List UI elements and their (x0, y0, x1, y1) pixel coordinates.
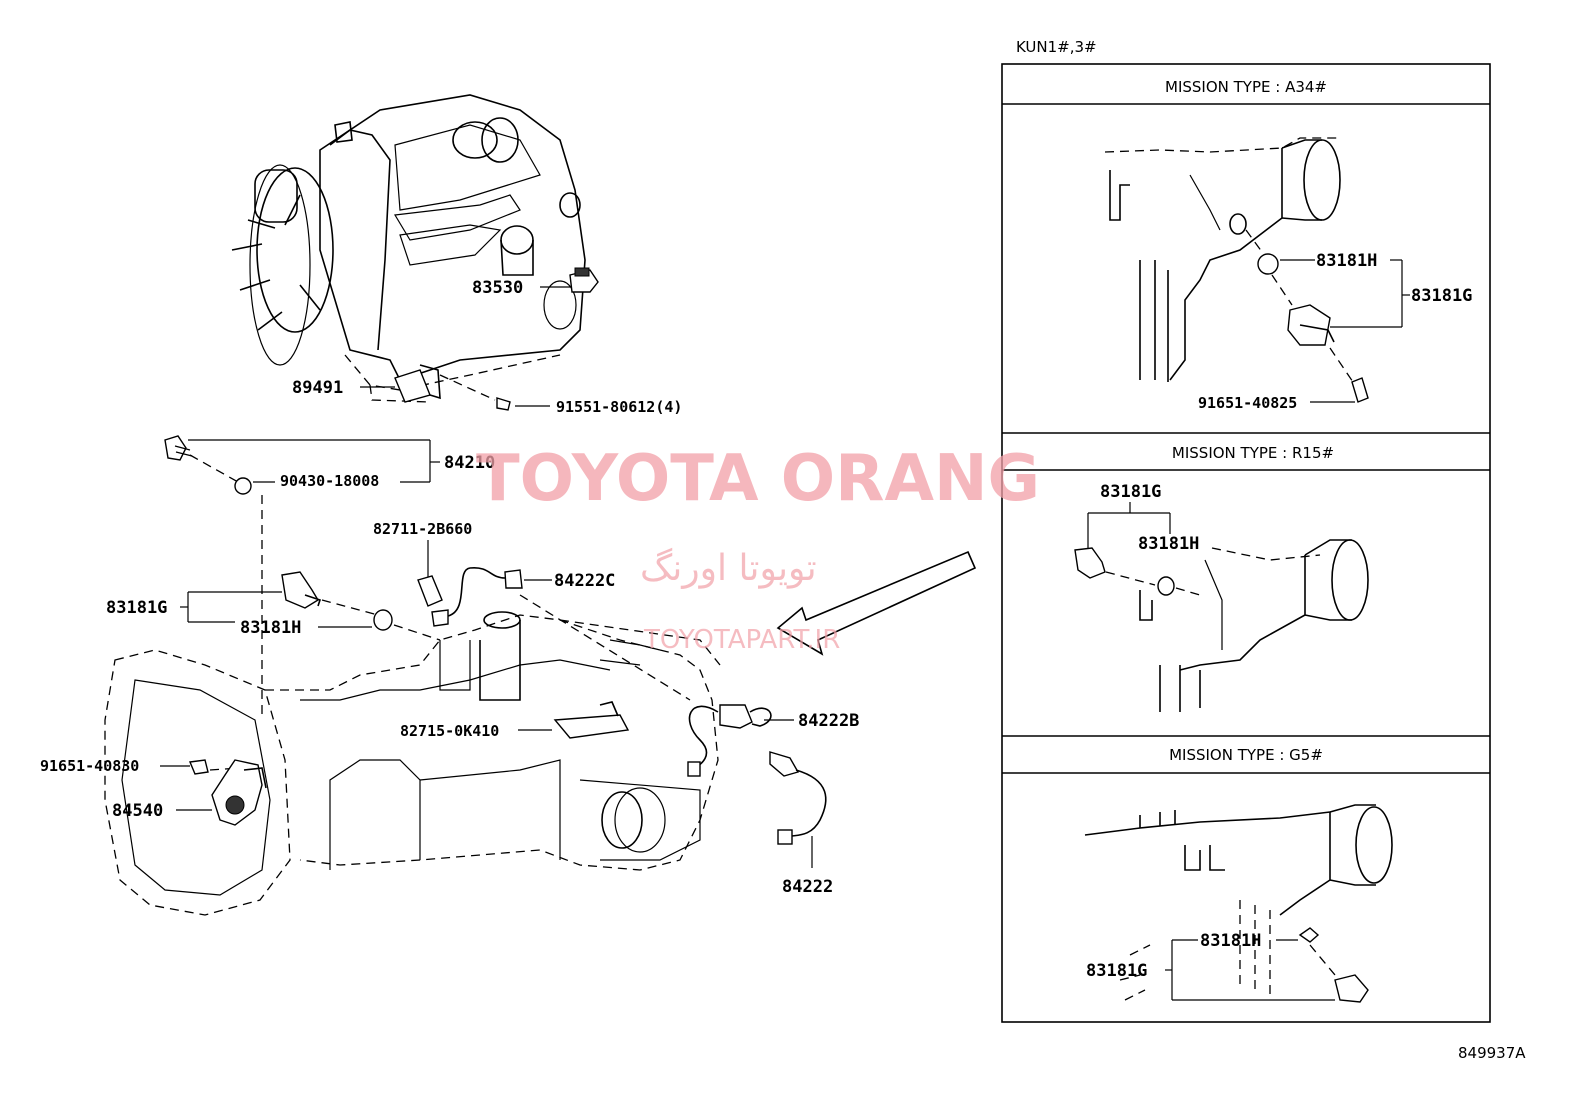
panel-g5-83181g: 83181G (1086, 961, 1147, 981)
panel-a34-83181h: 83181H (1316, 251, 1377, 271)
label-89491: 89491 (292, 378, 343, 398)
label-83181h-main: 83181H (240, 618, 301, 638)
sensor-83181-main (180, 571, 441, 641)
sensor-84222b (687, 704, 794, 777)
panel-r15-title: MISSION TYPE : R15# (1172, 444, 1334, 462)
panel-a34-title: MISSION TYPE : A34# (1165, 78, 1327, 96)
panel-r15-83181h: 83181H (1138, 534, 1199, 554)
label-91551: 91551-80612(4) (556, 398, 682, 416)
watermark-brand-fa: تويوتا اورنگ (640, 547, 817, 589)
label-91651-40830: 91651-40830 (40, 757, 139, 775)
label-83530: 83530 (472, 278, 523, 298)
main-labels: 83530 89491 91551-80612(4) 84210 90430-1… (40, 278, 859, 897)
panel-a34-drawing: 83181H 83181G 91651-40825 (1104, 137, 1472, 412)
model-code: KUN1#,3# (1016, 38, 1097, 56)
sensor-84222c (431, 567, 691, 701)
engine-illustration (231, 94, 599, 411)
figure-code: 849937A (1458, 1044, 1526, 1062)
panel-r15-drawing: 83181G 83181H (1074, 482, 1369, 712)
panel-r15-83181g: 83181G (1100, 482, 1161, 502)
panel-g5-drawing: 83181H 83181G (1084, 804, 1393, 1003)
direction-arrow (776, 550, 977, 656)
label-82711: 82711-2B660 (373, 520, 472, 538)
label-84222b: 84222B (798, 711, 859, 731)
panel-a34-83181g: 83181G (1411, 286, 1472, 306)
label-84540: 84540 (112, 801, 163, 821)
label-90430: 90430-18008 (280, 472, 379, 490)
watermark-brand: TOYOTA ORANG (476, 442, 1040, 516)
panel-g5-title: MISSION TYPE : G5# (1169, 746, 1323, 764)
watermark: TOYOTA ORANG تويوتا اورنگ TOYOTAPART.IR (476, 442, 1040, 655)
variant-panels: MISSION TYPE : A34# MISSION TYPE : R15# … (1001, 63, 1491, 1023)
label-83181g-main: 83181G (106, 598, 167, 618)
transmission-illustration (104, 611, 721, 916)
label-82715: 82715-0K410 (400, 722, 499, 740)
panel-a34-91651: 91651-40825 (1198, 394, 1297, 412)
label-84210: 84210 (444, 453, 495, 473)
sensor-84210-group (164, 435, 440, 720)
clip-82711 (417, 540, 443, 607)
watermark-site: TOYOTAPART.IR (643, 625, 840, 655)
bracket-82715 (518, 701, 630, 739)
switch-84540 (160, 759, 267, 826)
label-84222: 84222 (782, 877, 833, 897)
sensor-84222 (769, 751, 827, 868)
label-84222c: 84222C (554, 571, 615, 591)
panel-g5-83181h: 83181H (1200, 931, 1261, 951)
